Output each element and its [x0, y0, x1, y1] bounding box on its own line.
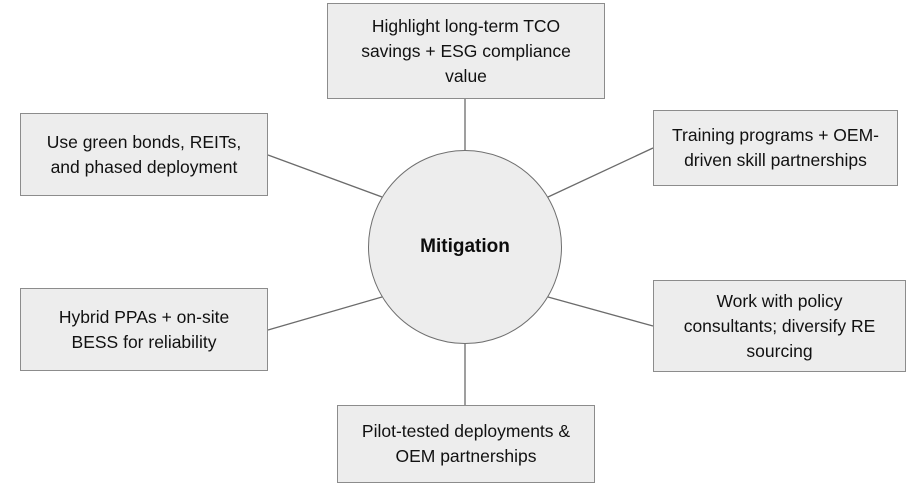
hub-label: Mitigation	[420, 236, 510, 257]
edge-hub-to-left-lower	[267, 296, 383, 331]
node-top[interactable]: Highlight long-term TCO savings + ESG co…	[327, 3, 605, 99]
edge-hub-to-left-upper	[267, 154, 383, 198]
node-left-lower[interactable]: Hybrid PPAs + on-site BESS for reliabili…	[20, 288, 268, 371]
node-right-upper[interactable]: Training programs + OEM- driven skill pa…	[653, 110, 898, 186]
hub-node-mitigation[interactable]: Mitigation	[368, 150, 562, 344]
edge-hub-to-right-lower	[547, 296, 654, 327]
edge-hub-to-right-upper	[547, 147, 654, 198]
node-top-label: Highlight long-term TCO savings + ESG co…	[361, 15, 571, 86]
node-left-lower-label: Hybrid PPAs + on-site BESS for reliabili…	[58, 306, 230, 352]
node-left-upper-label: Use green bonds, REITs, and phased deplo…	[46, 131, 242, 177]
node-left-upper[interactable]: Use green bonds, REITs, and phased deplo…	[20, 113, 268, 196]
node-right-lower[interactable]: Work with policy consultants; diversify …	[653, 280, 906, 372]
node-bottom-label: Pilot-tested deployments & OEM partnersh…	[361, 421, 571, 466]
node-right-upper-label: Training programs + OEM- driven skill pa…	[672, 125, 879, 170]
node-bottom[interactable]: Pilot-tested deployments & OEM partnersh…	[337, 405, 595, 483]
node-right-lower-label: Work with policy consultants; diversify …	[683, 290, 876, 361]
